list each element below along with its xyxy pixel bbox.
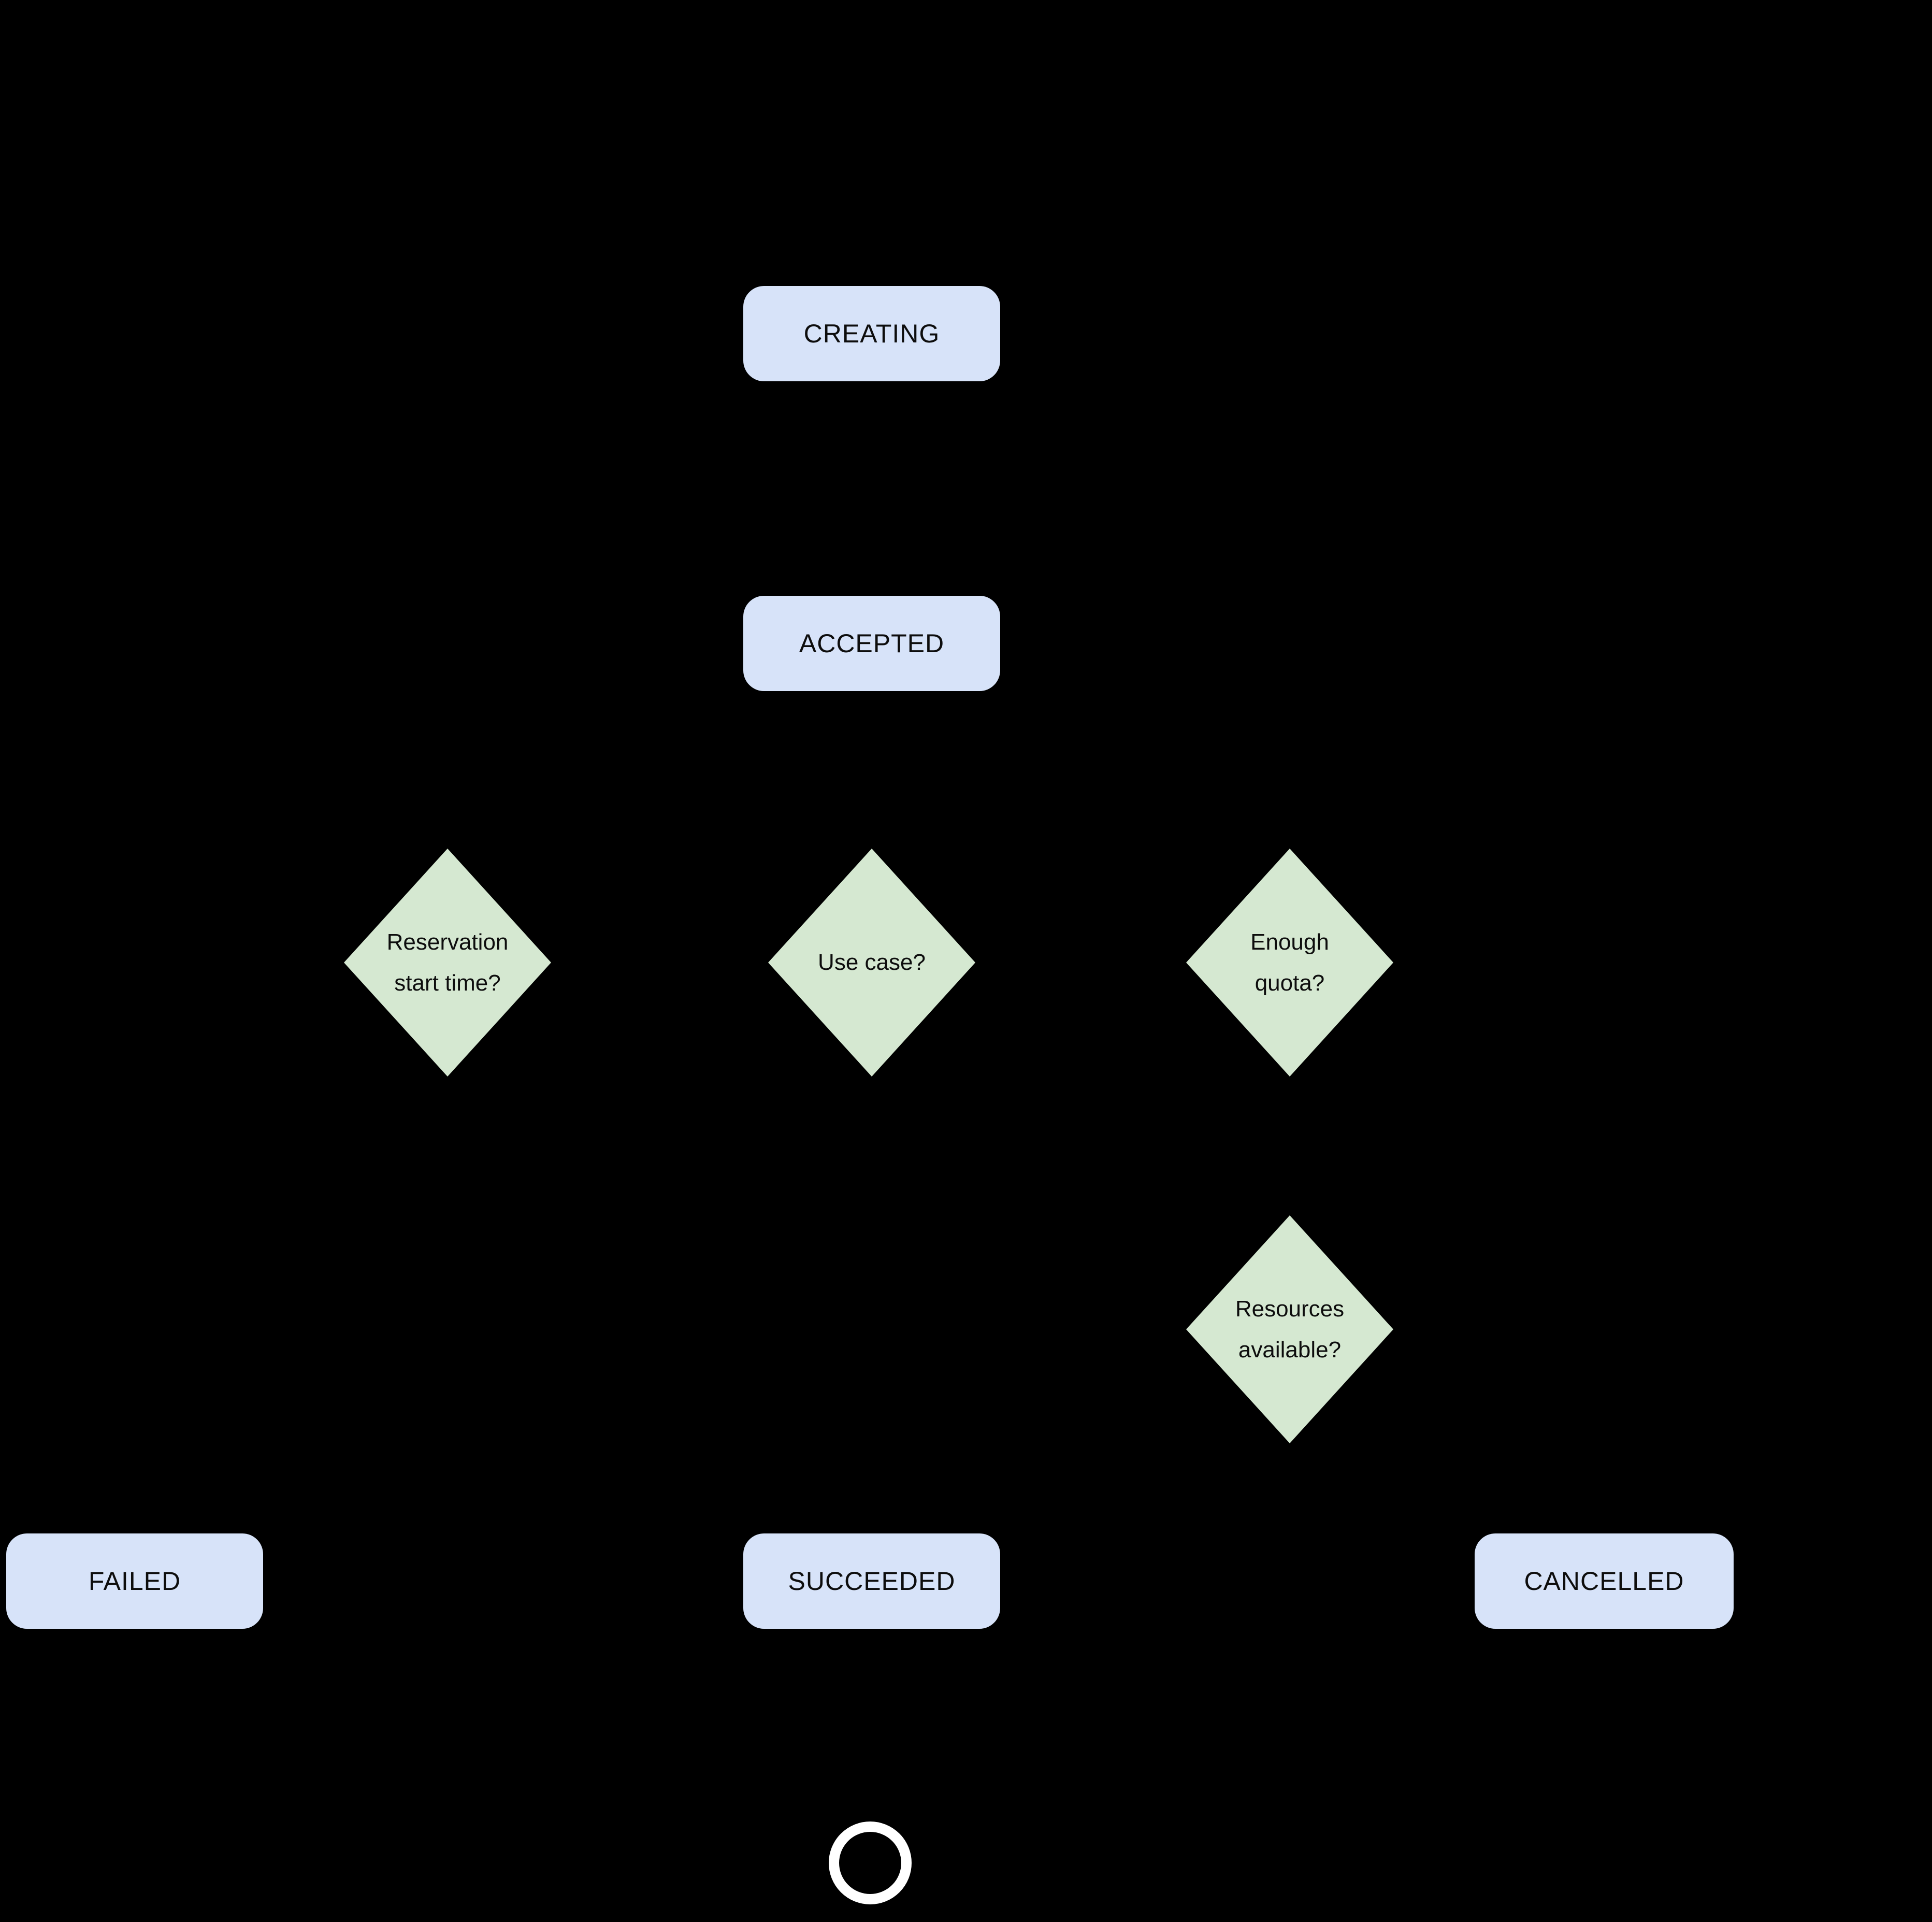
decision-reservation-start-time-line1: Reservation xyxy=(386,929,509,955)
end-state-circle-icon xyxy=(829,1821,912,1904)
decision-reservation-start-time: Reservation start time? xyxy=(344,849,551,1077)
state-succeeded: SUCCEEDED xyxy=(743,1533,1000,1629)
state-cancelled: CANCELLED xyxy=(1475,1533,1734,1629)
decision-reservation-start-time-line2: start time? xyxy=(394,970,501,996)
decision-use-case: Use case? xyxy=(768,849,975,1077)
decision-enough-quota-line1: Enough xyxy=(1250,929,1329,955)
decision-resources-available-line2: available? xyxy=(1238,1337,1342,1362)
decision-use-case-line1: Use case? xyxy=(818,950,926,976)
decision-resources-available-line1: Resources xyxy=(1235,1296,1345,1322)
decision-resources-available: Resources available? xyxy=(1186,1215,1393,1443)
state-accepted: ACCEPTED xyxy=(743,596,1000,691)
state-failed: FAILED xyxy=(6,1533,263,1629)
decision-enough-quota-line2: quota? xyxy=(1255,970,1325,996)
state-creating: CREATING xyxy=(743,286,1000,381)
decision-enough-quota: Enough quota? xyxy=(1186,849,1393,1077)
